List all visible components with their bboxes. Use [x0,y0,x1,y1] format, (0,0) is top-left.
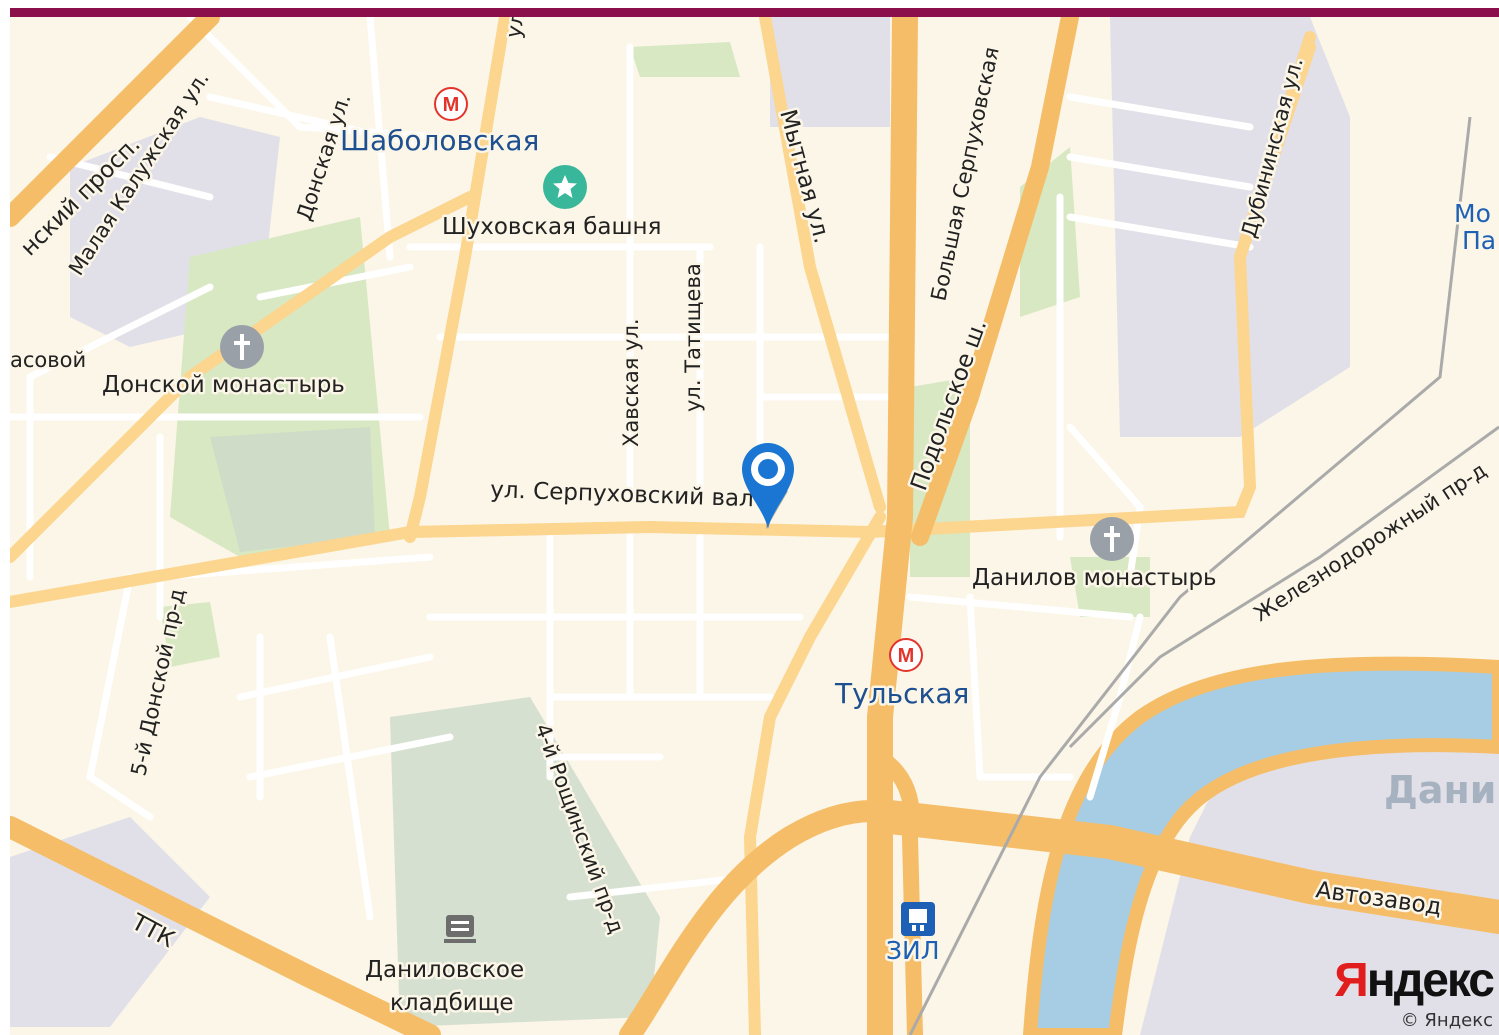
logo-first-letter: Я [1334,954,1368,1007]
label-zheleznodorozhny: Железнодорожный пр-д [1250,458,1491,626]
label-gasovoy: асовой [10,348,86,372]
star-landmark-icon [543,165,587,209]
road-ttk [10,816,441,1035]
label-donskoy-monastery: Донской монастырь [102,372,345,398]
label-shukhov-tower: Шуховская башня [442,214,661,240]
location-pin-icon[interactable] [742,443,794,529]
road-leninsky [10,17,220,227]
top-accent-bar [10,8,1499,17]
road-shabolovka [404,17,511,543]
label-donskaya: Донская ул. [292,91,356,224]
park-small [630,42,740,77]
railways [908,116,1499,1035]
svg-text:M: M [898,645,915,667]
road-dubininskaya [1234,31,1316,263]
label-ul-top: ул. [501,17,530,40]
road-bolshaya-serpukhovskaya [743,511,886,1035]
church-icon-donskoy [220,325,264,369]
park-left-strip [160,602,220,667]
label-tulskaya: Тульская [834,677,969,710]
label-zil: ЗИЛ [886,936,940,965]
poi-layer: M Шаболовская Шуховская башня Донской мо… [100,87,1499,1019]
label-moscow-pav-line2: Па [1462,226,1496,255]
label-cemetery-line1: Даниловское [365,957,524,983]
road-diagonal-left [10,191,476,563]
label-khavskaya: Хавская ул. [619,318,643,447]
logo-rest: ндекс [1366,954,1495,1007]
road-avtozavodskaya [873,800,1499,934]
metro-shabolovskaya-icon: M [434,87,468,121]
train-station-icon [901,902,935,936]
map-canvas[interactable]: нский просп. Малая Калужская ул. Донская… [10,17,1499,1035]
label-danilov-monastery: Данилов монастырь [972,565,1217,591]
label-shabolovskaya: Шаболовская [340,124,539,157]
church-icon-danilov [1090,517,1134,561]
map-viewport[interactable]: нский просп. Малая Калужская ул. Донская… [10,17,1499,1035]
road-serpukhovsky-val [10,41,1316,608]
label-tatishcheva: ул. Татищева [681,263,705,412]
yandex-logo[interactable]: Яндекс [1334,954,1495,1007]
label-danil-district: Дани [1384,768,1496,812]
copyright-text[interactable]: © Яндекс [1400,1010,1493,1031]
metro-tulskaya-icon: M [889,638,923,672]
label-cemetery-line2: кладбище [390,990,514,1016]
road-mytnaya [759,17,886,513]
svg-text:M: M [443,94,460,116]
major-roads [10,17,1499,1035]
cemetery-icon [444,915,476,943]
industrial-top [770,17,890,127]
road-third-ring-vertical [867,17,918,1035]
secondary-streets [10,17,1316,1035]
label-mytnaya: Мытная ул. [774,107,835,246]
label-serpukhovsky-val: ул. Серпуховский вал [490,477,754,512]
road-podolskoe [911,17,1079,546]
road-interchange-east [872,749,923,1035]
cemetery-area [390,697,660,1027]
road-interchange-west [619,800,921,1035]
minor-streets [10,17,1254,921]
label-moscow-pav-line1: Мо [1454,199,1491,228]
label-bolshaya-serpukhovskaya: Большая Серпуховская [926,45,1003,303]
donskoy-monastery-ground [210,427,375,552]
industrial-bottom-left [10,817,210,1027]
